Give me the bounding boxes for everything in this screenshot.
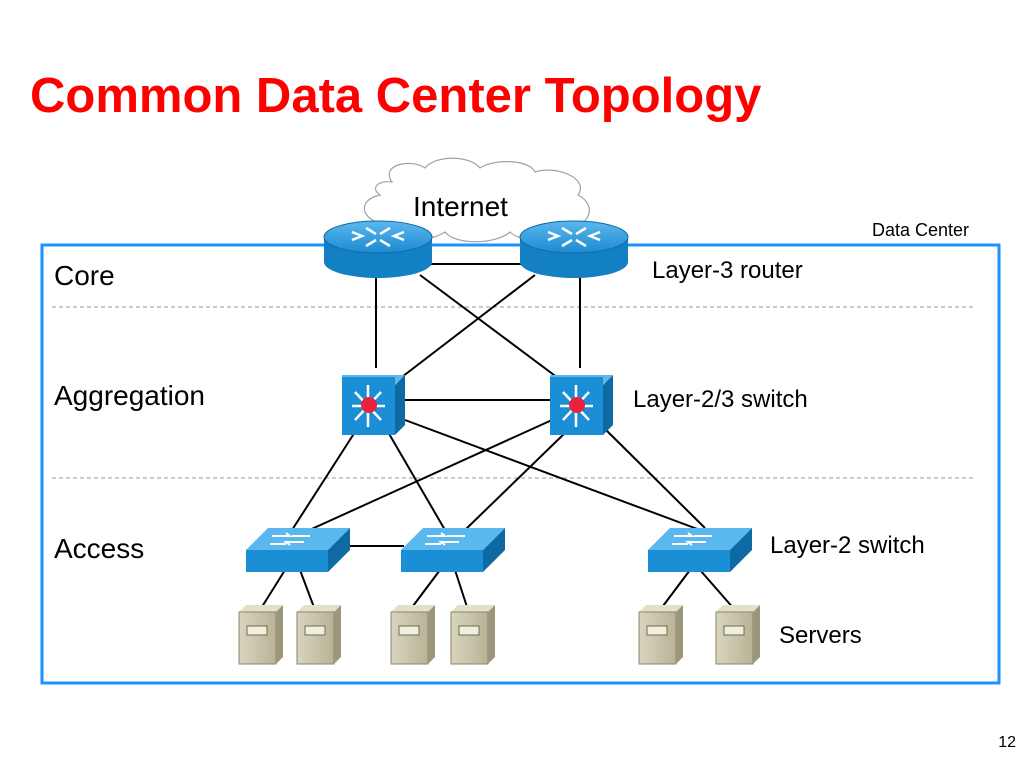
multilayer-switch-icon (342, 375, 405, 435)
layer-label-core: Core (54, 260, 115, 291)
server-icon (715, 605, 760, 665)
router-icon (519, 220, 629, 278)
layer-label-access: Access (54, 533, 145, 564)
workgroup-switch-icon (648, 528, 752, 572)
server-icon (450, 605, 495, 665)
frame-label: Data Center (872, 220, 970, 240)
server-icon (390, 605, 435, 665)
router-icon (323, 220, 433, 278)
links (259, 263, 736, 611)
server-icon (238, 605, 283, 665)
slide-title: Common Data Center Topology (30, 69, 762, 123)
workgroup-switch-icon (246, 528, 350, 572)
cloud-label: Internet (413, 191, 508, 222)
server-icon (638, 605, 683, 665)
legend-router: Layer-3 router (652, 257, 803, 284)
workgroup-switch-icon (401, 528, 505, 572)
legend-l23-switch: Layer-2/3 switch (633, 386, 808, 413)
page-number: 12 (998, 734, 1016, 751)
multilayer-switch-icon (550, 375, 613, 435)
layer-label-aggregation: Aggregation (54, 380, 206, 411)
server-icon (296, 605, 341, 665)
legend-l2-switch: Layer-2 switch (770, 532, 925, 559)
legend-servers: Servers (779, 622, 862, 649)
